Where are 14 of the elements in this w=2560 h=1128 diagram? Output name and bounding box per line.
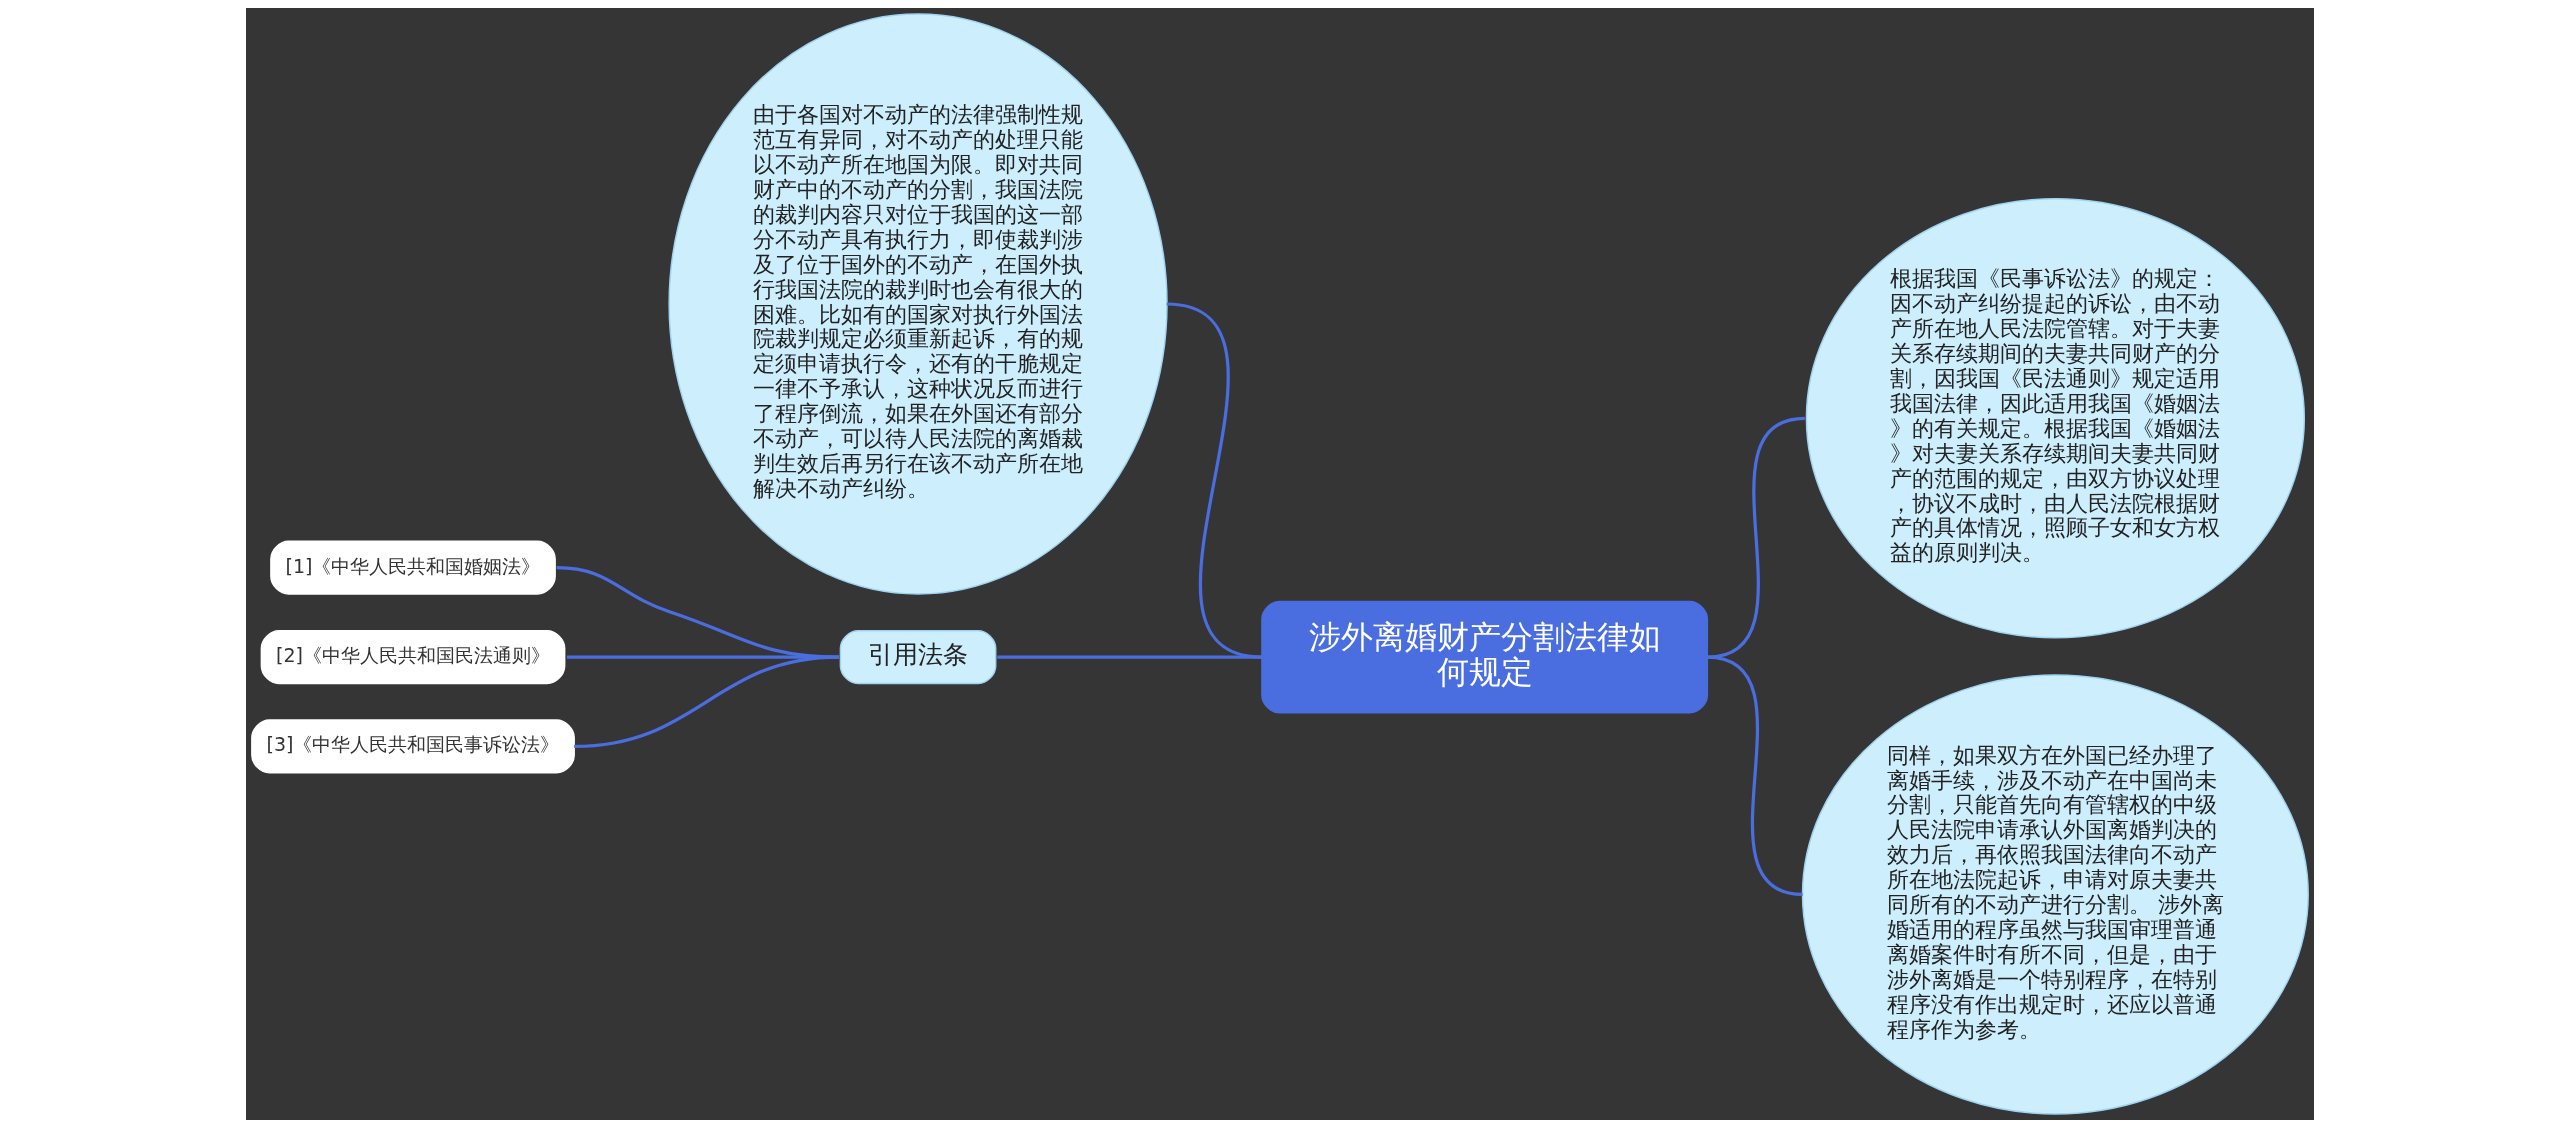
connector xyxy=(1707,655,1803,897)
node-ellipse: 同样，如果双方在外国已经办理了离婚手续，涉及不动产在中国尚未分割，只能首先向有管辖权的中级人民法院申请承认外国离婚判决的效力后，再依照我国法律向不动产所在地法院起诉，申请对原夫妻共同所有的不动产进行分割。 涉外离婚适用的程序虽然与我国审理普通离婚案件时有所不同，但是，由于涉外离婚是一个特别程序，在特别程序没有作出规定时，还应以普通程序作为参考。 xyxy=(1801,674,2309,1115)
node-ellipse: 由于各国对不动产的法律强制性规范互有异同，对不动产的处理只能以不动产所在地国为限。即对共同财产中的不动产的分割，我国法院的裁判内容只对位于我国的这一部分不动产具有执行力，即使裁判涉及了位于国外的不动产，在国外执行我国法院的裁判时也会有很大的困难。比如有的国家对执行外国法院裁判规定必须重新起诉，有的规定须申请执行令，还有的干脆规定一律不予承认，这种状况反而进行了程序倒流，如果在外国还有部分不动产，可以待人民法院的离婚裁判生效后再另行在该不动产所在地解决不动产纠纷。 xyxy=(668,13,1168,595)
node-box: [3]《中华人民共和国民事诉讼法》 xyxy=(251,719,575,774)
node-ellipse: 根据我国《民事诉讼法》的规定：因不动产纠纷提起的诉讼，由不动产所在地人民法院管辖。对于夫妻关系存续期间的夫妻共同财产的分割，因我国《民法通则》规定适用我国法律，因此适用我国《婚姻法》的有关规定。根据我国《婚姻法》对夫妻关系存续期间夫妻共同财产的范围的规定，由双方协议处理，协议不成时，由人民法院根据财产的具体情况，照顾子女和女方权益的原则判决。 xyxy=(1805,198,2306,639)
node-box: [2]《中华人民共和国民法通则》 xyxy=(260,630,566,685)
node-box: 引用法条 xyxy=(839,630,997,685)
node-box: 涉外离婚财产分割法律如何规定 xyxy=(1261,600,1709,714)
node-box: [1]《中华人民共和国婚姻法》 xyxy=(270,540,556,595)
connector xyxy=(997,655,1262,659)
connector xyxy=(556,566,839,659)
connector xyxy=(1707,416,1806,659)
connector xyxy=(574,655,840,749)
connector xyxy=(566,655,839,659)
